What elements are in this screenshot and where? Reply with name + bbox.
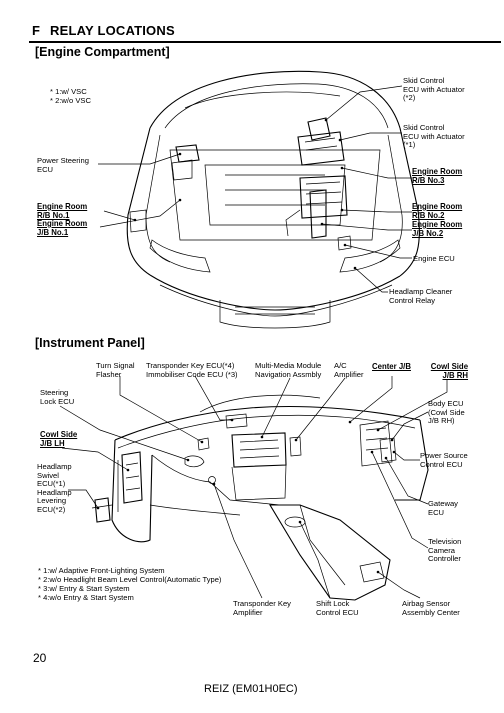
engine-room-jb1-label: Engine Room J/B No.1	[37, 218, 88, 238]
skid-control-ecu-1-label: Skid Control ECU with Actuator (*1)	[403, 123, 465, 150]
page-number: 20	[33, 651, 47, 665]
instrument-footnote-3: * 3:w/ Entry & Start System	[38, 584, 130, 593]
engine-room-rb3-label: Engine Room R/B No.3	[412, 166, 463, 186]
document-code: REIZ (EM01H0EC)	[204, 683, 298, 695]
engine-ecu-label: Engine ECU	[413, 254, 455, 263]
section-header: F RELAY LOCATIONS	[29, 21, 501, 43]
tv-camera-controller-label: Television Camera Controller	[428, 537, 462, 564]
engine-footnote-2: * 2:w/o VSC	[50, 96, 91, 105]
engine-footnote-1: * 1:w/ VSC	[50, 87, 87, 96]
engine-room-rb1-label: Engine Room R/B No.1	[37, 201, 88, 221]
engine-room-rb2-label: Engine Room R/B No.2	[412, 201, 463, 221]
section-letter: F	[32, 23, 40, 38]
instrument-panel-title: [Instrument Panel]	[35, 336, 145, 350]
airbag-sensor-label: Airbag Sensor Assembly Center	[402, 599, 460, 617]
multimedia-module-label: Multi-Media Module Navigation Assmbly	[255, 361, 322, 379]
headlamp-cleaner-relay-label: Headlamp Cleaner Control Relay	[389, 287, 453, 305]
steering-lock-ecu-label: Steering Lock ECU	[40, 388, 75, 406]
body-ecu-label: Body ECU (Cowl Side J/B RH)	[428, 399, 465, 426]
ac-amplifier-label: A/C Amplifier	[334, 361, 364, 379]
skid-control-ecu-2-label: Skid Control ECU with Actuator (*2)	[403, 76, 465, 103]
engine-room-jb2-label: Engine Room J/B No.2	[412, 219, 463, 239]
instrument-footnote-2: * 2:w/o Headlight Beam Level Control(Aut…	[38, 575, 222, 584]
cowl-side-jb-rh-label: Cowl Side J/B RH	[430, 361, 468, 381]
instrument-footnote-1: * 1:w/ Adaptive Front-Lighting System	[38, 566, 165, 575]
cowl-side-jb-lh-label: Cowl Side J/B LH	[40, 429, 78, 449]
transponder-key-ecu-label: Transponder Key ECU(*4) Immobiliser Code…	[146, 361, 238, 379]
section-title: RELAY LOCATIONS	[50, 23, 175, 38]
turn-signal-flasher-label: Turn Signal Flasher	[96, 361, 135, 379]
instrument-footnote-4: * 4:w/o Entry & Start System	[38, 593, 134, 602]
power-source-ecu-label: Power Source Control ECU	[420, 451, 468, 469]
shift-lock-ecu-label: Shift Lock Control ECU	[316, 599, 359, 617]
center-jb-label: Center J/B	[372, 361, 411, 371]
transponder-key-amplifier-label: Transponder Key Amplifier	[233, 599, 291, 617]
engine-compartment-title: [Engine Compartment]	[35, 45, 170, 59]
gateway-ecu-label: Gateway ECU	[428, 499, 458, 517]
headlamp-swivel-ecu-label: Headlamp Swivel ECU(*1) Headlamp Leverin…	[37, 462, 72, 514]
power-steering-ecu-label: Power Steering ECU	[37, 156, 89, 174]
